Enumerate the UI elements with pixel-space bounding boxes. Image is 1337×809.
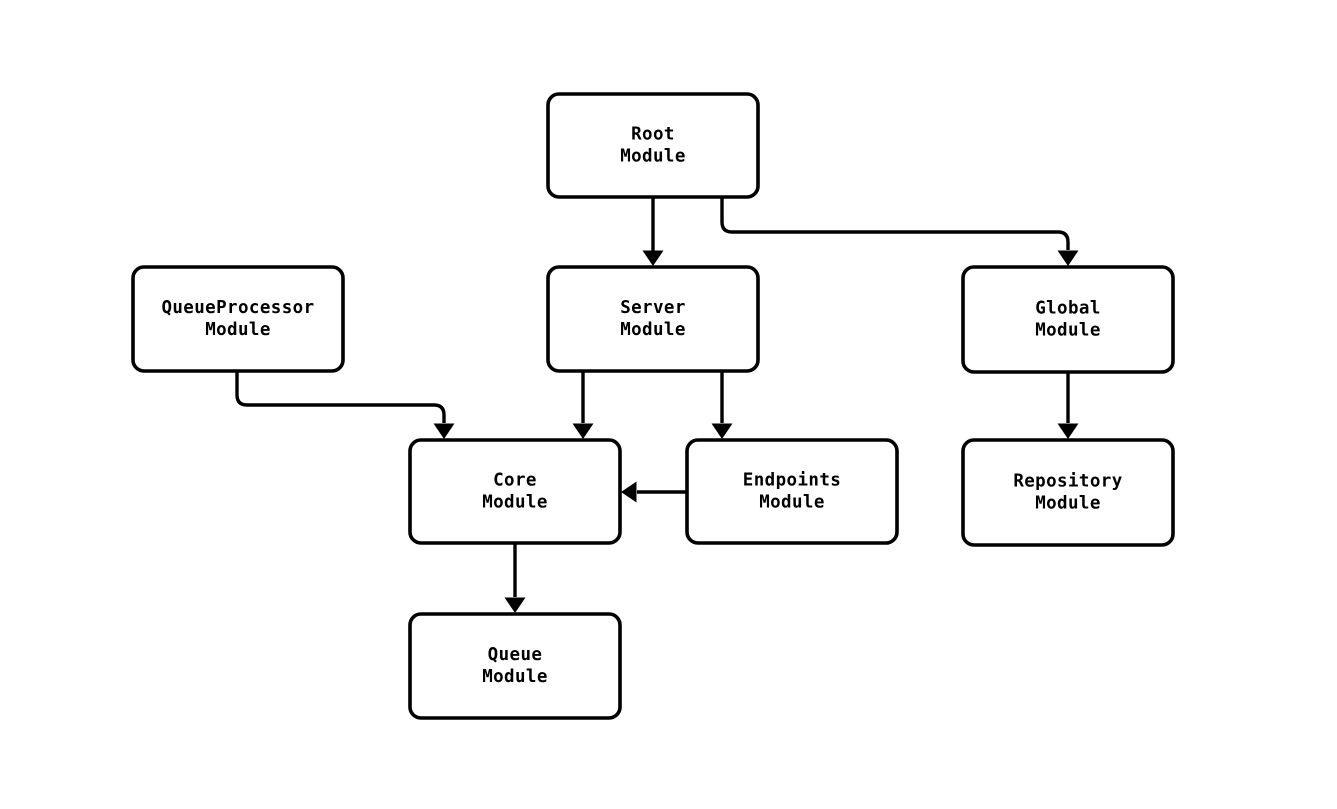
node-box-root[interactable] <box>546 92 760 199</box>
edge-server-to-core <box>572 371 594 439</box>
node-label-line2-server: Module <box>620 320 686 340</box>
node-box-server[interactable] <box>546 265 760 373</box>
arrowhead-server-to-endpoints <box>711 423 733 439</box>
edge-server-to-endpoints <box>711 371 733 439</box>
edge-line-queueprocessor-to-core <box>235 371 446 423</box>
edge-queueprocessor-to-core <box>235 371 455 439</box>
node-box-queue[interactable] <box>408 612 622 720</box>
edge-endpoints-to-core <box>621 481 687 503</box>
nodes-layer: RootModuleQueueProcessorModuleServerModu… <box>131 92 1175 720</box>
edge-core-to-queue <box>504 543 526 613</box>
node-label-line1-queue: Queue <box>488 645 543 665</box>
node-label-line1-global: Global <box>1035 299 1101 319</box>
node-box-endpoints[interactable] <box>685 438 899 545</box>
edge-global-to-repository <box>1057 372 1079 439</box>
edge-root-to-server <box>642 197 664 266</box>
node-label-line1-server: Server <box>620 298 686 318</box>
node-box-global[interactable] <box>961 265 1175 374</box>
node-label-line1-core: Core <box>493 471 537 491</box>
node-box-repository[interactable] <box>961 438 1175 547</box>
node-label-line1-root: Root <box>631 125 675 145</box>
node-label-line1-queueprocessor: QueueProcessor <box>161 298 314 318</box>
arrowhead-core-to-queue <box>504 597 526 613</box>
arrowhead-global-to-repository <box>1057 423 1079 439</box>
node-label-line2-queue: Module <box>482 667 548 687</box>
arrowhead-server-to-core <box>572 423 594 439</box>
node-label-line2-queueprocessor: Module <box>205 320 271 340</box>
edge-root-to-global <box>720 197 1079 266</box>
node-label-line2-global: Module <box>1035 321 1101 341</box>
node-label-line2-core: Module <box>482 493 548 513</box>
node-label-line2-root: Module <box>620 147 686 167</box>
node-label-line1-repository: Repository <box>1013 472 1122 492</box>
arrowhead-root-to-global <box>1057 250 1079 266</box>
node-label-line2-endpoints: Module <box>759 493 825 513</box>
node-box-core[interactable] <box>408 438 622 545</box>
node-box-queueprocessor[interactable] <box>131 265 345 373</box>
node-label-line2-repository: Module <box>1035 494 1101 514</box>
node-label-line1-endpoints: Endpoints <box>743 471 841 491</box>
edges-layer <box>235 197 1079 613</box>
arrowhead-root-to-server <box>642 250 664 266</box>
arrowhead-queueprocessor-to-core <box>433 423 455 439</box>
arrowhead-endpoints-to-core <box>621 481 637 503</box>
edge-line-root-to-global <box>720 197 1070 250</box>
